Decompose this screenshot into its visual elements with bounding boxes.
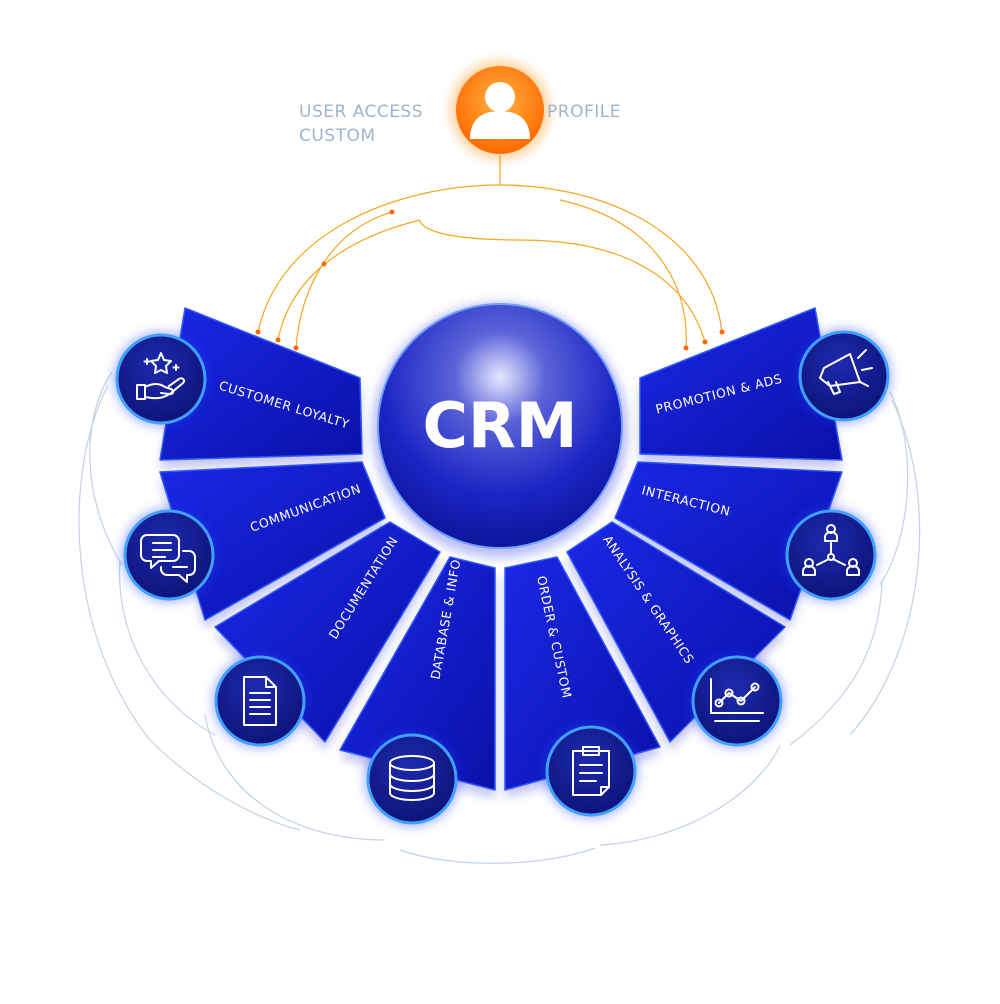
arc-endpoint-dot [389,209,395,215]
icon-circles [113,328,892,827]
arc-endpoint-dot [255,329,261,335]
user-access-custom-label: USER ACCESS CUSTOM [299,100,449,148]
connector-line [118,559,216,736]
connector-line [599,744,781,846]
user-access-label-line1: USER ACCESS [299,102,424,122]
segment-panel [504,556,661,791]
profile-link-arc [295,211,393,349]
user-access-label-line2: CUSTOM [299,126,376,146]
profile-link-arc [419,219,706,343]
hand-stars-icon [113,331,209,427]
connector-line [399,847,596,864]
user-icon [470,82,530,139]
document-icon [212,653,308,749]
connector-line [78,384,301,831]
profile-link-arc [559,199,687,349]
megaphone-icon [796,328,892,424]
profile-label: PROFILE [547,102,621,122]
profile-node [450,60,550,185]
clipboard-icon [543,723,639,819]
connector-line [849,399,921,736]
profile-link-arc [499,184,723,333]
connector-line [204,714,386,841]
database-icon [364,731,460,827]
arc-endpoint-dot [321,261,327,267]
connector-line [789,579,883,746]
segment-7: INTERACTION [614,461,843,628]
network-people-icon [783,507,879,603]
connector-lines [78,371,921,864]
line-chart-icon [689,653,785,749]
connector-line [879,391,909,586]
profile-link-arcs [255,184,725,351]
arc-endpoint-dot [683,345,689,351]
crm-title: CRM [423,389,578,462]
segment-panel [639,307,843,461]
arc-endpoint-dot [275,337,281,343]
segment-ring: CUSTOMER LOYALTYCOMMUNICATIONDOCUMENTATI… [159,307,843,798]
segment-8: PROMOTION & ADS [639,307,843,468]
segment-panel [614,461,843,621]
connector-line [89,371,123,566]
segment-3: DOCUMENTATION [214,521,441,750]
arc-endpoint-dot [719,329,725,335]
profile-link-arc [257,184,501,333]
chat-bubbles-icon [121,507,217,603]
arc-endpoint-dot [702,339,708,345]
segment-1: CUSTOMER LOYALTY [159,307,363,468]
segment-2: COMMUNICATION [159,461,386,628]
arc-endpoint-dot [293,345,299,351]
crm-sphere: CRM [372,302,628,558]
segment-panel [566,521,786,743]
